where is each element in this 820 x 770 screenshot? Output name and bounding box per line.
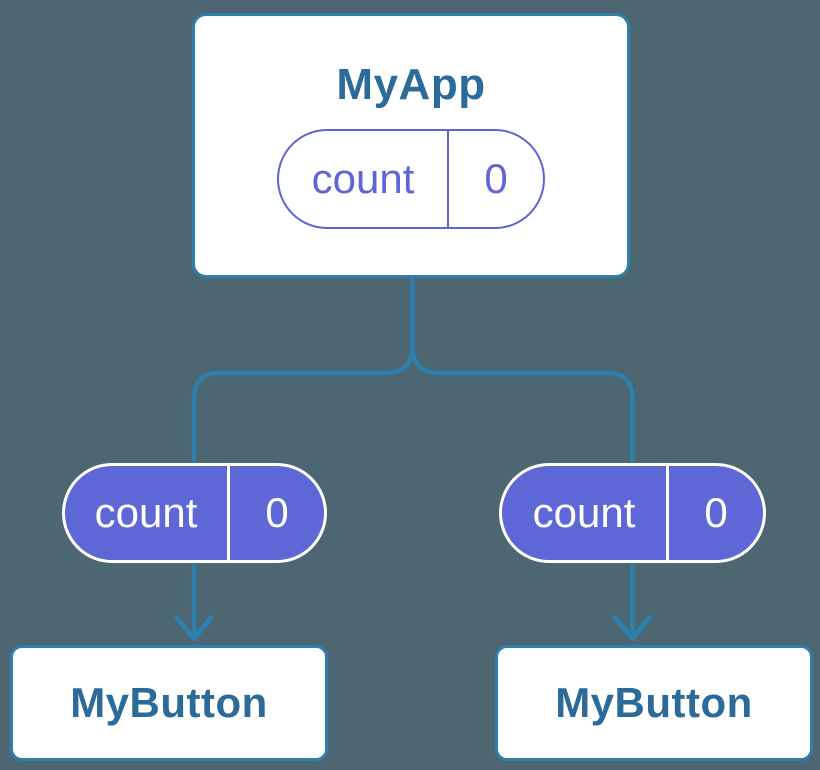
root-state-pill: count 0 <box>277 128 545 229</box>
right-branch-line <box>410 345 635 634</box>
child-node-title: MyButton <box>70 679 268 726</box>
right-child-state-pill: count 0 <box>499 463 766 563</box>
right-arrow-head <box>613 615 652 641</box>
state-value: 0 <box>704 489 728 536</box>
right-child-node-card: MyButton <box>495 645 813 761</box>
state-key-label: count <box>279 130 449 227</box>
root-node-title: MyApp <box>336 59 486 109</box>
state-value: 0 <box>484 154 508 202</box>
state-key-label: count <box>502 466 669 560</box>
left-arrow-head <box>174 615 214 641</box>
child-node-title: MyButton <box>555 679 753 726</box>
root-node-card: MyApp count 0 <box>192 13 630 278</box>
state-value: 0 <box>265 489 289 536</box>
left-branch-line <box>191 345 415 634</box>
left-child-node-card: MyButton <box>10 645 328 761</box>
state-key-label: count <box>65 466 230 560</box>
left-child-state-pill: count 0 <box>62 463 327 563</box>
